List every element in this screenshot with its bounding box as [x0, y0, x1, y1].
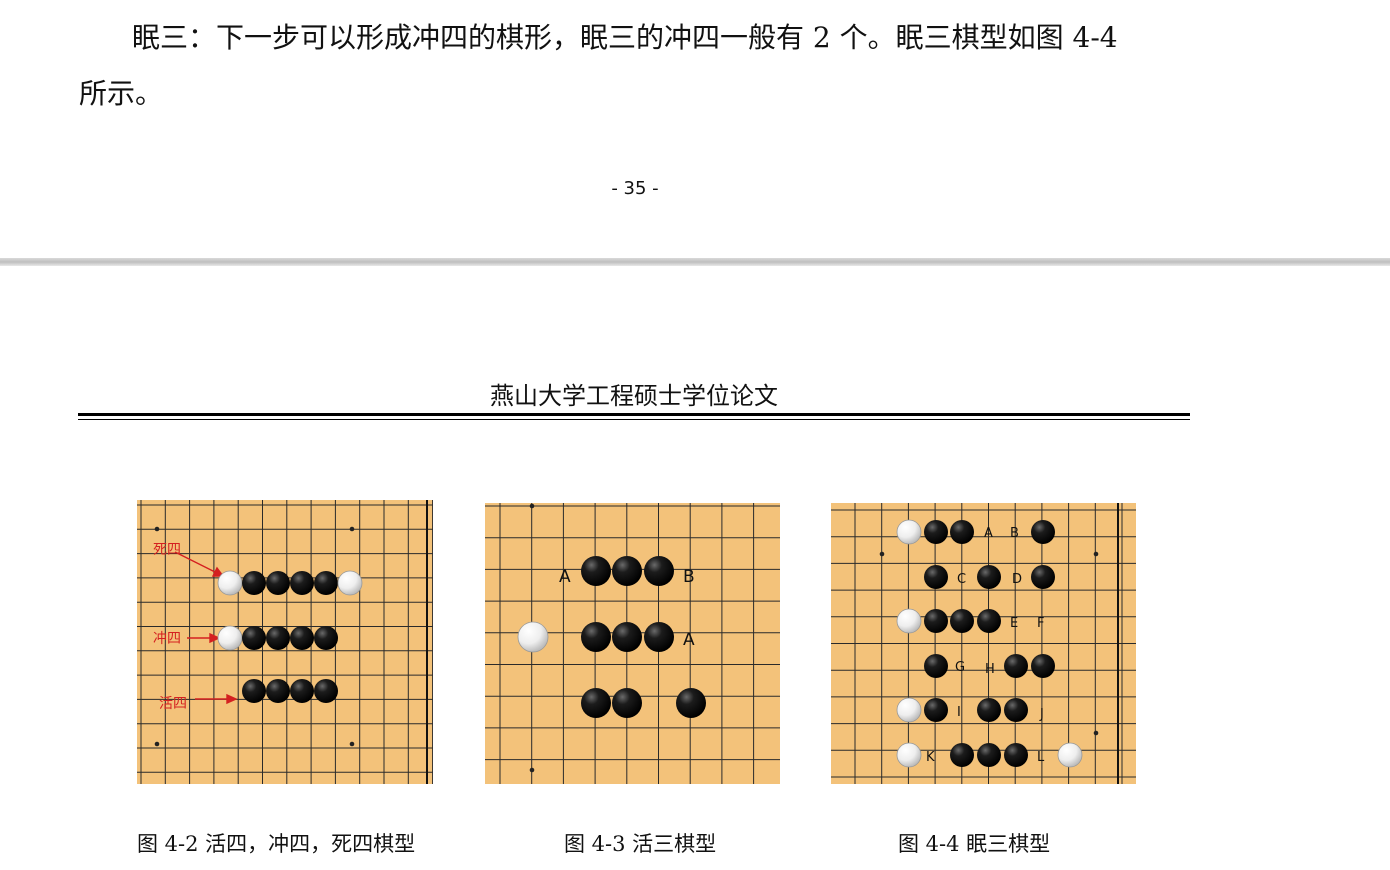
black-stone: [924, 609, 948, 633]
black-stone: [314, 679, 338, 703]
black-stone: [950, 609, 974, 633]
black-stone: [1031, 565, 1055, 589]
white-stone: [217, 625, 243, 651]
annotation-live-four: 活四: [159, 696, 187, 712]
black-stone: [644, 556, 674, 586]
point-label-a: A: [984, 526, 993, 541]
point-label-k: K: [926, 750, 935, 765]
point-label-d: D: [1012, 572, 1022, 587]
black-stone: [977, 609, 1001, 633]
running-header: 燕山大学工程硕士学位论文: [490, 382, 778, 410]
black-stone: [581, 556, 611, 586]
black-stone: [950, 520, 974, 544]
black-stone: [950, 743, 974, 767]
point-label-a: A: [559, 567, 571, 587]
black-stone: [676, 688, 706, 718]
figure-4-3-caption: 图 4-3 活三棋型: [564, 832, 717, 856]
figure-4-4-board: A B C D E F G H I J K L: [831, 503, 1136, 784]
page-separator: [0, 258, 1390, 266]
white-stone: [337, 570, 363, 596]
point-label-i: I: [957, 705, 961, 720]
paragraph-line-1: 眠三：下一步可以形成冲四的棋形，眠三的冲四一般有 2 个。眠三棋型如图 4-4: [132, 21, 1118, 54]
white-stone: [896, 608, 922, 634]
black-stone: [924, 520, 948, 544]
black-stone: [242, 679, 266, 703]
black-stone: [1004, 698, 1028, 722]
figure-4-2-board: 死四 冲四 活四: [137, 500, 433, 784]
page-35: 眠三：下一步可以形成冲四的棋形，眠三的冲四一般有 2 个。眠三棋型如图 4-4 …: [0, 0, 1390, 258]
black-stone: [612, 556, 642, 586]
white-stone: [1057, 742, 1083, 768]
black-stone: [977, 698, 1001, 722]
black-stone: [242, 626, 266, 650]
point-label-b: B: [683, 567, 695, 587]
black-stone: [1031, 654, 1055, 678]
board-grid: [831, 503, 1136, 784]
stones: [517, 556, 706, 718]
point-label-c: C: [957, 572, 966, 587]
black-stone: [977, 565, 1001, 589]
figure-4-4-caption: 图 4-4 眠三棋型: [898, 832, 1051, 856]
black-stone: [1031, 520, 1055, 544]
point-label-g: G: [955, 660, 965, 675]
point-label-j: J: [1039, 707, 1044, 722]
black-stone: [924, 698, 948, 722]
header-rule-thick: [78, 413, 1190, 416]
figure-4-3-board: A B A: [485, 503, 780, 784]
header-rule-thin: [78, 419, 1190, 420]
black-stone: [314, 626, 338, 650]
black-stone: [290, 626, 314, 650]
black-stone: [612, 688, 642, 718]
black-stone: [1004, 743, 1028, 767]
black-stone: [581, 622, 611, 652]
star-points: [529, 503, 535, 773]
stones: [217, 570, 363, 703]
black-stone: [612, 622, 642, 652]
stones: [896, 519, 1083, 768]
white-stone: [896, 697, 922, 723]
white-stone: [217, 570, 243, 596]
black-stone: [581, 688, 611, 718]
black-stone: [242, 571, 266, 595]
annotation-dead-four: 死四: [153, 542, 181, 558]
black-stone: [266, 679, 290, 703]
black-stone: [266, 626, 290, 650]
star-points: [879, 551, 1099, 736]
white-stone: [517, 621, 549, 653]
black-stone: [924, 654, 948, 678]
black-stone: [290, 679, 314, 703]
point-label-a: A: [683, 630, 695, 650]
point-label-h: H: [985, 662, 995, 677]
annotation-rush-four: 冲四: [153, 631, 181, 647]
black-stone: [266, 571, 290, 595]
annotation-arrows: [174, 551, 238, 705]
black-stone: [924, 565, 948, 589]
white-stone: [896, 519, 922, 545]
point-label-l: L: [1037, 750, 1045, 765]
paragraph-line-2: 所示。: [79, 77, 164, 110]
page-number: - 35 -: [611, 178, 659, 199]
white-stone: [896, 742, 922, 768]
point-label-e: E: [1010, 616, 1018, 631]
black-stone: [290, 571, 314, 595]
black-stone: [644, 622, 674, 652]
black-stone: [977, 743, 1001, 767]
black-stone: [314, 571, 338, 595]
black-stone: [1004, 654, 1028, 678]
point-label-f: F: [1037, 616, 1044, 631]
point-label-b: B: [1010, 526, 1019, 541]
figure-4-2-caption: 图 4-2 活四，冲四，死四棋型: [137, 832, 416, 856]
